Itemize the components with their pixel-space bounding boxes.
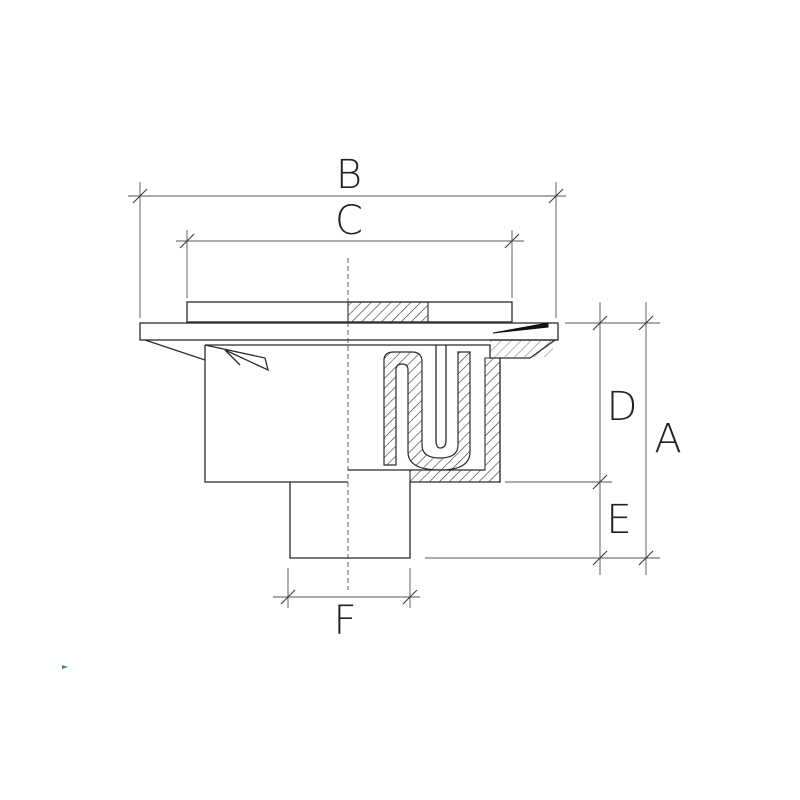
corner-mark [62,665,68,669]
dimension-e: E [425,497,660,566]
label-e: E [606,497,631,543]
dimension-d: D [505,302,637,575]
dimension-b: B [128,152,566,318]
dimension-f: F [273,568,420,644]
drain-body-exterior [204,360,348,559]
drain-body-section [348,344,501,559]
dimension-a: A [612,302,682,575]
label-d: D [607,384,638,430]
label-a: A [654,416,681,462]
grate [186,301,513,323]
label-f: F [333,598,356,644]
label-c: C [335,198,363,244]
frame-flange [139,322,559,372]
label-b: B [336,152,362,198]
dimension-c: C [176,198,524,298]
